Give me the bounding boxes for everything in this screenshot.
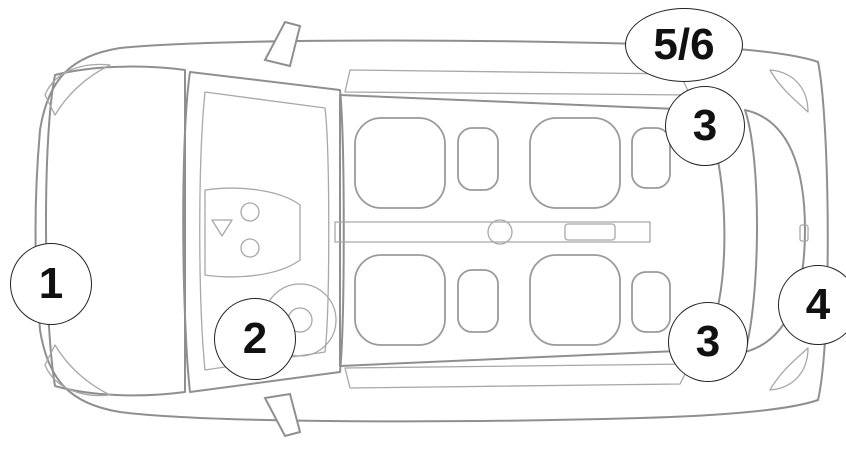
rear-headrest-top [631, 127, 671, 189]
mirror-top [263, 20, 302, 68]
dash-vent-1 [240, 202, 260, 222]
front-headrest-top [457, 127, 499, 191]
callout-3-top: 3 [665, 86, 745, 166]
headlight-bottom [44, 344, 111, 397]
gear-knob [487, 219, 513, 245]
front-seat-bottom [354, 254, 446, 346]
taillight-top [769, 69, 809, 113]
headlight-top [44, 63, 111, 116]
hood [45, 65, 186, 397]
console-display [564, 223, 616, 241]
front-headrest-bottom [457, 269, 499, 333]
rear-handle [799, 224, 809, 242]
dash-vent-2 [240, 238, 260, 258]
brand-badge [211, 219, 233, 237]
callout-5-6: 5/6 [625, 8, 743, 82]
windshield-frame [182, 71, 345, 393]
front-seat-top [354, 117, 446, 209]
callout-4: 4 [778, 265, 846, 345]
rear-seat-top [529, 117, 621, 209]
callout-1: 1 [10, 243, 92, 325]
rear-seat-bottom [529, 254, 621, 346]
callout-2: 2 [214, 298, 296, 380]
dashboard [204, 187, 301, 278]
callout-3-bottom: 3 [668, 302, 748, 382]
mirror-bottom [263, 392, 302, 438]
taillight-bottom [769, 347, 809, 391]
center-console [334, 221, 651, 243]
rear-headrest-bottom [631, 271, 671, 333]
